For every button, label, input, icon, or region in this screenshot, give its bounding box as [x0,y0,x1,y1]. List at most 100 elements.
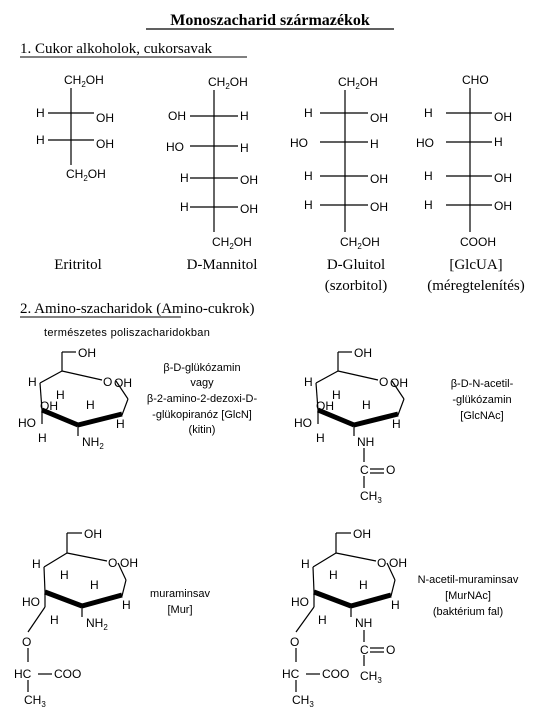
svg-text:H: H [301,557,310,571]
svg-text:H: H [304,106,313,120]
svg-text:HO: HO [290,136,308,150]
svg-text:H: H [304,198,313,212]
svg-text:H: H [86,398,95,412]
svg-text:HO: HO [291,595,309,609]
svg-text:H: H [180,171,189,185]
svg-text:OH: OH [240,202,258,216]
svg-text:OH: OH [390,376,408,390]
svg-text:NH2: NH2 [82,435,104,451]
svg-text:[Mur]: [Mur] [167,604,192,616]
svg-text:CH2OH: CH2OH [208,75,248,91]
svg-text:H: H [56,388,65,402]
section2-heading: 2. Amino-szacharidok (Amino-cukrok) [20,301,255,317]
svg-text:CHO: CHO [462,73,489,87]
svg-text:OH: OH [114,376,132,390]
svg-text:OH: OH [96,137,114,151]
svg-text:H: H [180,200,189,214]
mannitol-name: D-Mannitol [187,257,258,273]
svg-text:CH3: CH3 [292,693,314,709]
svg-text:muraminsav: muraminsav [150,588,210,600]
svg-text:H: H [391,598,400,612]
svg-text:COOH: COOH [460,235,496,249]
svg-text:OH: OH [84,527,102,541]
svg-text:CH3: CH3 [360,489,382,505]
svg-text:H: H [36,106,45,120]
svg-text:[GlcNAc]: [GlcNAc] [460,410,503,422]
svg-text:H: H [304,375,313,389]
svg-text:COO: COO [322,667,349,681]
svg-text:O: O [108,556,117,570]
eritritol-name: Eritritol [54,257,102,273]
svg-text:NH2: NH2 [86,616,108,632]
svg-text:OH: OH [370,111,388,125]
svg-text:OH: OH [494,110,512,124]
svg-text:H: H [32,557,41,571]
svg-text:OH: OH [40,399,58,413]
svg-text:H: H [424,198,433,212]
svg-text:H: H [332,388,341,402]
svg-text:(kitin): (kitin) [189,424,216,436]
svg-text:H: H [329,568,338,582]
svg-text:HO: HO [294,416,312,430]
svg-text:OH: OH [96,111,114,125]
svg-text:OH: OH [370,200,388,214]
mur-caption: muraminsav [Mur] [150,588,210,616]
svg-text:β-D-N-acetil-: β-D-N-acetil- [451,378,514,390]
svg-text:N-acetil-muraminsav: N-acetil-muraminsav [418,574,519,586]
svg-text:OH: OH [389,556,407,570]
svg-text:O: O [386,463,395,477]
svg-text:NH: NH [357,435,374,449]
svg-text:O: O [22,635,31,649]
svg-text:OH: OH [78,346,96,360]
svg-text:CH2OH: CH2OH [64,73,104,89]
svg-text:H: H [304,169,313,183]
murnac-structure: OH O OH H H H HO H H NH C O CH3 O HC COO… [282,527,407,709]
svg-text:OH: OH [353,527,371,541]
svg-text:H: H [116,417,125,431]
svg-text:H: H [28,375,37,389]
page-title: Monoszacharid származékok [170,12,370,29]
svg-text:OH: OH [354,346,372,360]
svg-text:OH: OH [120,556,138,570]
glcua-name: [GlcUA] [449,257,502,273]
svg-text:H: H [359,578,368,592]
svg-text:H: H [122,598,131,612]
svg-text:H: H [318,613,327,627]
eritritol-structure: CH2OH H OH H OH CH2OH [36,73,114,183]
svg-text:CH2OH: CH2OH [338,75,378,91]
glucitol-alt-name: (szorbitol) [325,278,387,294]
svg-text:H: H [370,137,379,151]
svg-text:H: H [494,135,503,149]
svg-text:H: H [90,578,99,592]
svg-text:O: O [290,635,299,649]
svg-text:β-D-glükózamin: β-D-glükózamin [163,362,240,374]
svg-text:C: C [360,643,369,657]
svg-text:CH2OH: CH2OH [212,235,252,251]
svg-text:H: H [240,109,249,123]
svg-text:(baktérium fal): (baktérium fal) [433,606,503,618]
svg-text:OH: OH [316,399,334,413]
section1-heading: 1. Cukor alkoholok, cukorsavak [20,41,213,57]
svg-text:H: H [424,169,433,183]
glcnac-structure: OH O OH H H OH H HO H H NH C O CH3 [294,346,408,505]
svg-text:HO: HO [166,140,184,154]
svg-text:CH3: CH3 [360,669,382,685]
svg-text:CH2OH: CH2OH [340,235,380,251]
svg-text:COO: COO [54,667,81,681]
svg-text:-glükózamin: -glükózamin [452,394,511,406]
glucitol-structure: CH2OH H OH HO H H OH H OH CH2OH [290,75,388,251]
svg-text:OH: OH [168,109,186,123]
glcn-structure: OH O OH H H OH H HO H H NH2 [18,346,132,451]
svg-text:O: O [386,643,395,657]
svg-text:OH: OH [494,171,512,185]
svg-text:OH: OH [240,173,258,187]
svg-text:H: H [50,613,59,627]
svg-text:vagy: vagy [190,377,214,389]
svg-text:HC: HC [282,667,300,681]
svg-text:H: H [240,141,249,155]
svg-text:HO: HO [416,136,434,150]
svg-text:β-2-amino-2-dezoxi-D-: β-2-amino-2-dezoxi-D- [147,393,258,405]
svg-text:CH3: CH3 [24,693,46,709]
